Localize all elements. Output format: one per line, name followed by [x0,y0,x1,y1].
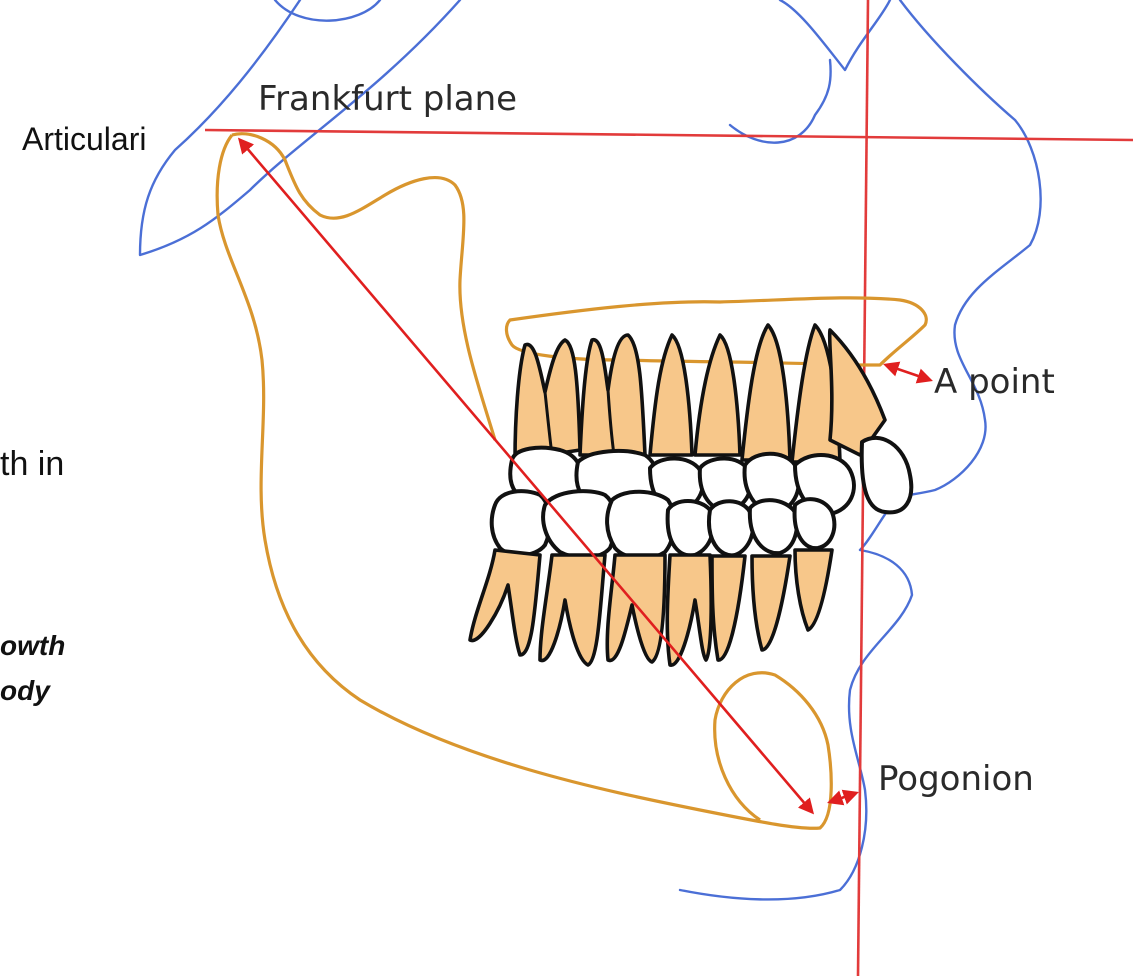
upper-canine-root [742,325,790,460]
lower-crown-3 [607,492,674,559]
cropped-side-text: th in owth ody [0,445,65,706]
lower-root-7 [795,550,832,630]
lower-root-1 [470,550,540,655]
upper-molar-root-1 [515,340,580,460]
lower-root-5 [712,556,745,660]
articulare-label: Articulari [22,121,146,157]
lower-root-6 [752,556,790,650]
orbit-curve [275,0,380,21]
cranial-base-curve [140,0,460,255]
frankfurt-plane-line [205,130,1133,140]
lower-crown-6 [750,500,797,553]
cropped-text-line-1: th in [0,445,64,483]
lower-crowns [492,491,835,558]
lower-crown-7 [795,499,835,548]
nasal-curve [730,60,831,143]
lower-crown-5 [709,501,753,555]
upper-premolar-root-2 [695,335,740,455]
lower-crown-1 [492,491,550,555]
cropped-text-line-2: owth [0,630,65,661]
upper-premolar-root-1 [650,335,692,455]
a-point-arrow [886,365,930,380]
upper-roots [515,325,885,462]
frankfurt-plane-label: Frankfurt plane [258,79,517,119]
a-point-label: A point [934,362,1055,402]
pogonion-label: Pogonion [878,759,1034,799]
lower-root-2 [540,555,605,665]
dentition [470,325,911,665]
upper-incisor-crown [862,438,912,513]
lower-roots [470,550,832,665]
cropped-text-line-3: ody [0,675,51,706]
lower-crown-2 [543,491,615,557]
pogonion-arrow [830,793,856,802]
lower-root-3 [607,555,665,662]
lower-crown-4 [668,501,714,555]
nasal-bone-curve [780,0,890,70]
